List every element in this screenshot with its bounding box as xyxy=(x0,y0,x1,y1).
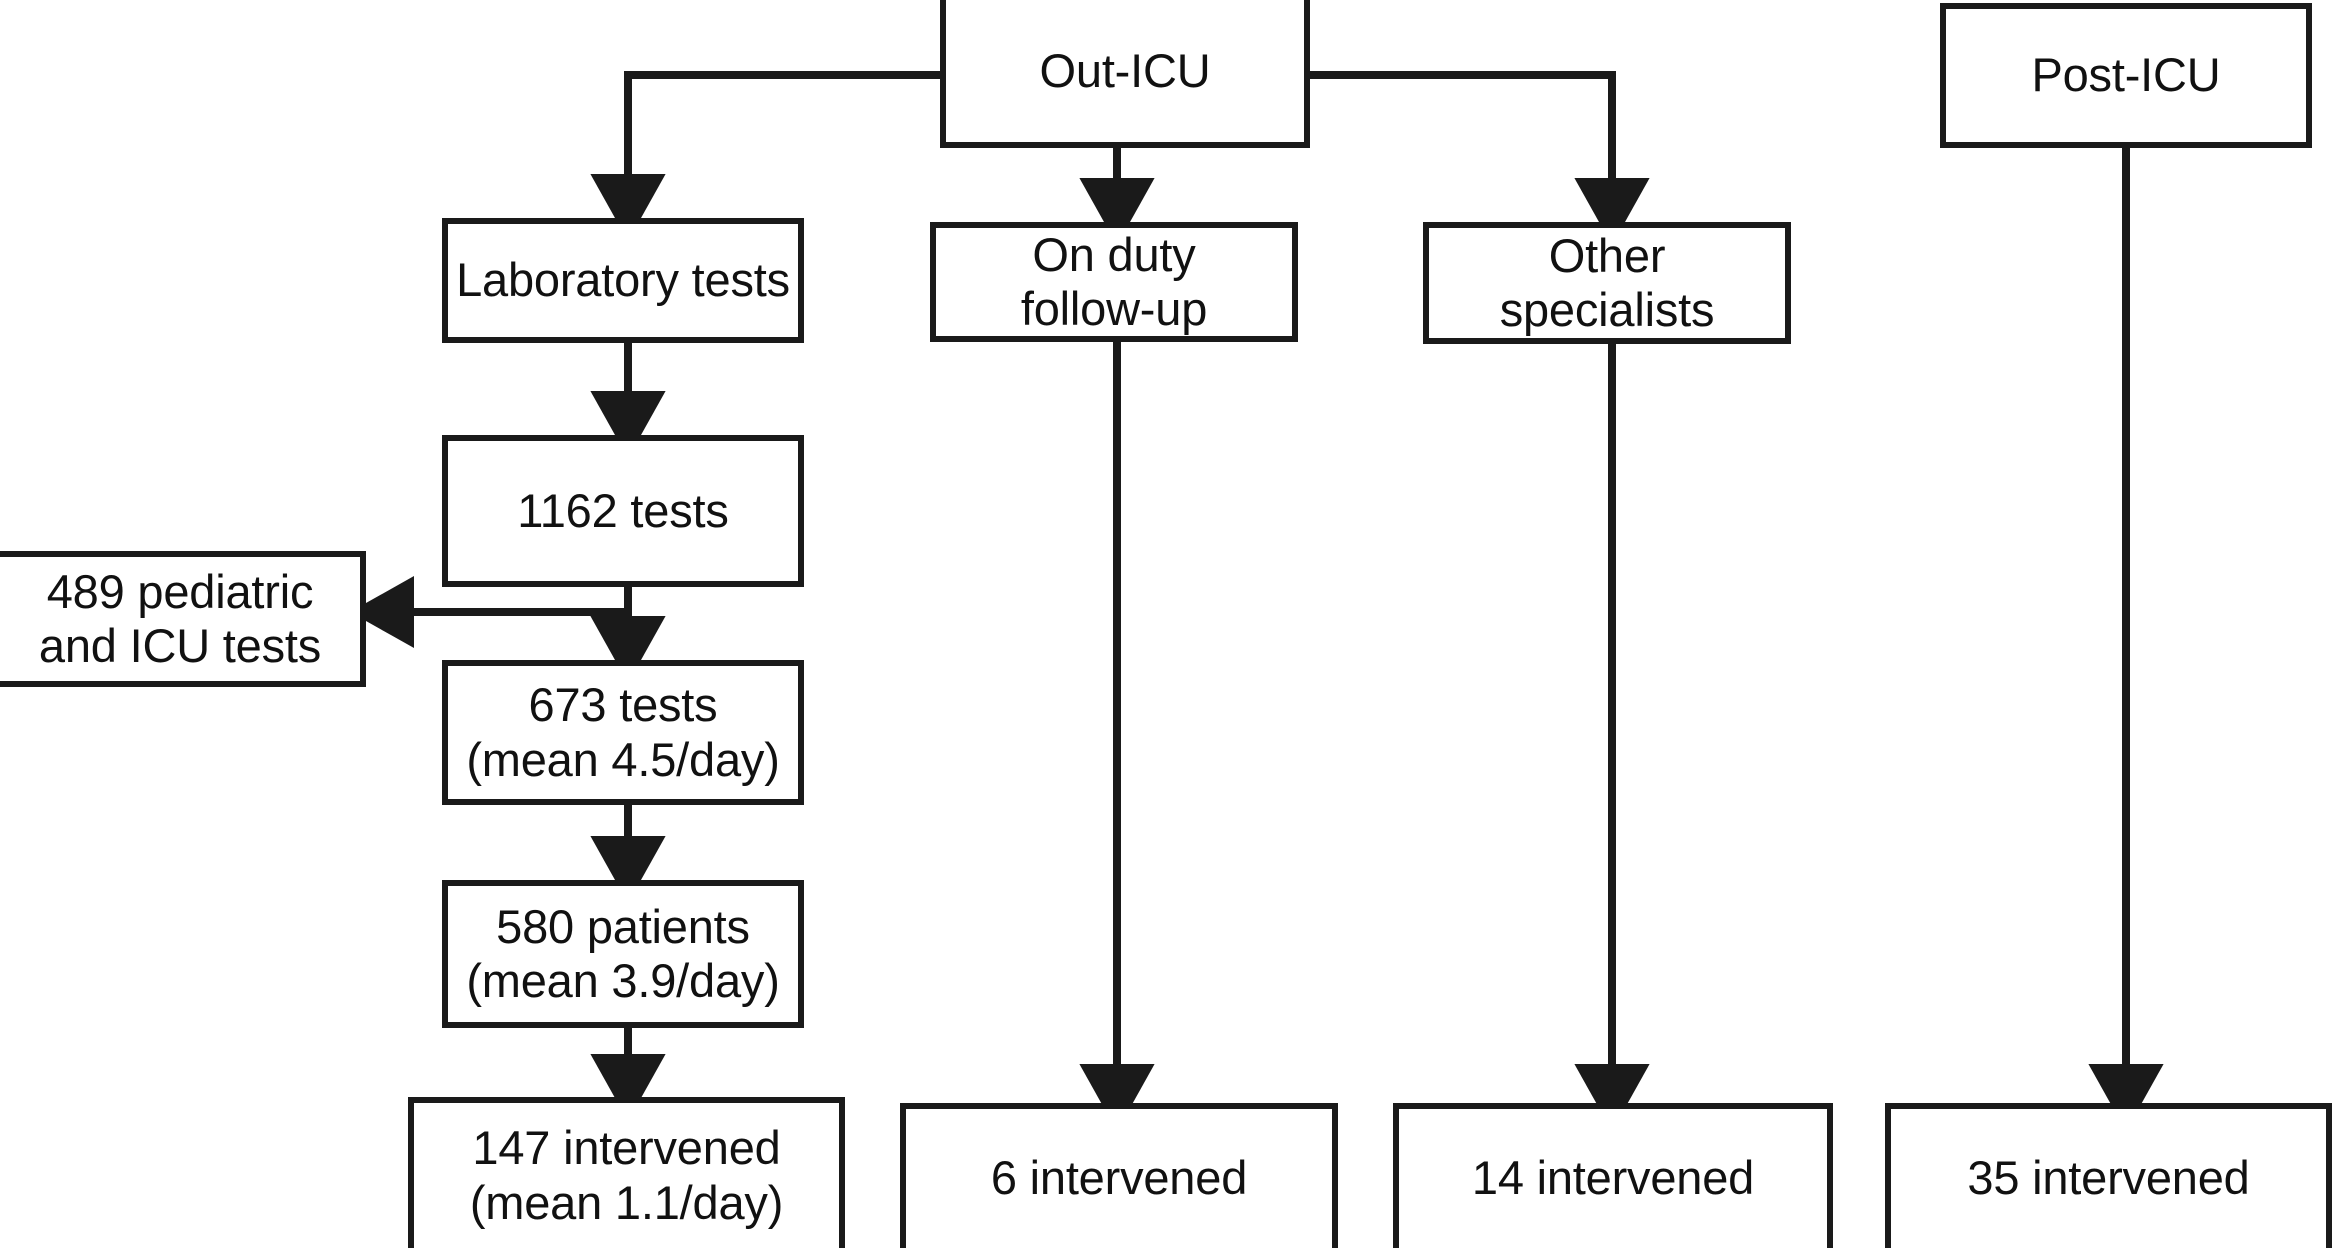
node-on-duty-followup[interactable]: On duty follow-up xyxy=(930,222,1298,342)
node-other-specialists[interactable]: Other specialists xyxy=(1423,222,1791,344)
node-1162-tests-label: 1162 tests xyxy=(517,483,729,537)
node-489-excluded-tests[interactable]: 489 pediatric and ICU tests xyxy=(0,551,366,687)
node-147-intervened[interactable]: 147 intervened (mean 1.1/day) xyxy=(408,1097,845,1248)
node-673-tests-label: 673 tests (mean 4.5/day) xyxy=(466,678,780,786)
node-489-excluded-tests-label: 489 pediatric and ICU tests xyxy=(38,564,322,672)
node-post-icu[interactable]: Post-ICU xyxy=(1940,3,2312,148)
node-laboratory-tests[interactable]: Laboratory tests xyxy=(442,218,804,343)
node-1162-tests[interactable]: 1162 tests xyxy=(442,435,804,587)
node-out-icu-label: Out-ICU xyxy=(1039,43,1211,97)
node-147-intervened-label: 147 intervened (mean 1.1/day) xyxy=(469,1121,784,1229)
node-14-intervened[interactable]: 14 intervened xyxy=(1393,1103,1833,1248)
node-6-intervened[interactable]: 6 intervened xyxy=(900,1103,1338,1248)
node-673-tests[interactable]: 673 tests (mean 4.5/day) xyxy=(442,660,804,805)
node-laboratory-tests-label: Laboratory tests xyxy=(456,253,790,307)
node-on-duty-followup-label: On duty follow-up xyxy=(1020,227,1208,335)
node-580-patients[interactable]: 580 patients (mean 3.9/day) xyxy=(442,880,804,1028)
node-other-specialists-label: Other specialists xyxy=(1499,228,1715,336)
node-580-patients-label: 580 patients (mean 3.9/day) xyxy=(466,899,780,1007)
edge-out-icu-to-other-specialists xyxy=(1310,71,1650,246)
edge-out-icu-to-laboratory-tests xyxy=(590,71,940,242)
node-35-intervened-label: 35 intervened xyxy=(1967,1151,2250,1205)
node-14-intervened-label: 14 intervened xyxy=(1471,1151,1755,1205)
node-6-intervened-label: 6 intervened xyxy=(990,1151,1248,1205)
node-35-intervened[interactable]: 35 intervened xyxy=(1885,1103,2332,1248)
node-post-icu-label: Post-ICU xyxy=(2031,48,2221,102)
node-out-icu[interactable]: Out-ICU xyxy=(940,0,1310,148)
